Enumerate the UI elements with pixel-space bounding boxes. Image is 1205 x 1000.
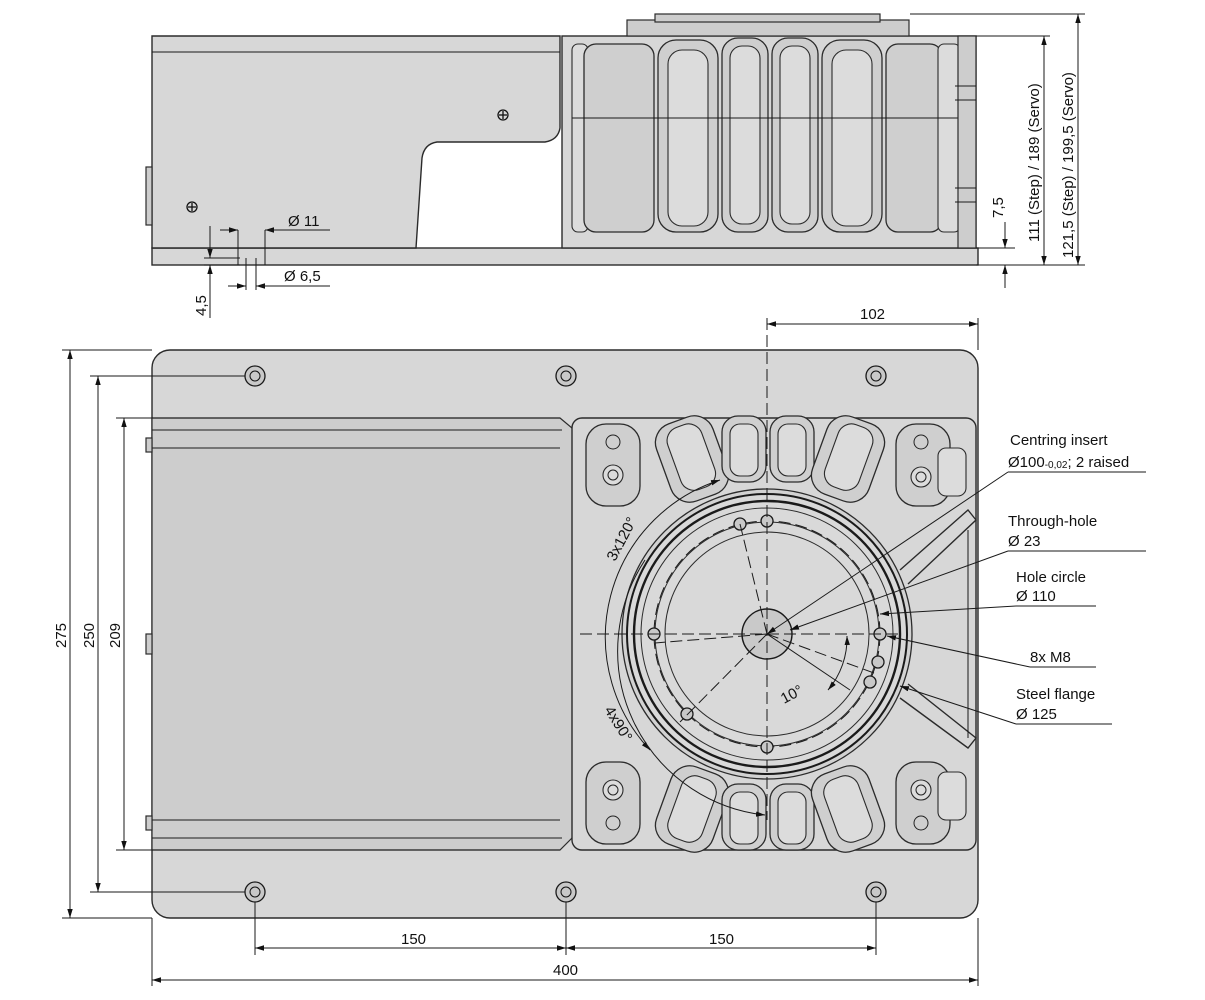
dim-150-right: 150 (709, 931, 734, 948)
dim-150-left: 150 (401, 931, 426, 948)
dim-45: 4,5 (193, 295, 210, 316)
centring-tolerance: -0,02 (1045, 460, 1068, 471)
dim-75: 7,5 (990, 197, 1007, 218)
dim-275: 275 (53, 623, 70, 648)
side-base-plate (151, 247, 979, 266)
centring-diameter: Ø100 (1008, 454, 1045, 471)
dim-total-step-servo: 121,5 (Step) / 199,5 (Servo) (1060, 72, 1077, 258)
flange-title: Steel flange (1016, 686, 1095, 703)
callouts: Centring insert Ø100-0,02; 2 raised Thro… (766, 432, 1146, 725)
side-connector (145, 166, 153, 226)
centring-suffix: ; 2 raised (1068, 454, 1130, 471)
holecircle-value: Ø 110 (1016, 588, 1056, 605)
dim-209: 209 (107, 623, 124, 648)
screw-icon (497, 109, 509, 121)
side-ribs (571, 37, 961, 233)
top-motor-housing (151, 417, 589, 851)
dim-250: 250 (81, 623, 98, 648)
dim-height-step-servo: 111 (Step) / 189 (Servo) (1026, 83, 1043, 242)
dim-d11: Ø 11 (288, 213, 319, 230)
side-motor-housing (151, 35, 561, 249)
dim-d65: Ø 6,5 (284, 268, 321, 285)
centring-value: Ø100-0,02; 2 raised (1008, 454, 1129, 471)
screw-icon (186, 201, 198, 213)
lower-ribs (585, 761, 967, 853)
through-title: Through-hole (1008, 513, 1097, 530)
centring-title: Centring insert (1010, 432, 1108, 449)
top-view: 3x120° 4x90° 10° 102 275 250 209 (53, 306, 979, 986)
m8-label: 8x M8 (1030, 649, 1071, 666)
flange-value: Ø 125 (1016, 706, 1057, 723)
holecircle-title: Hole circle (1016, 569, 1086, 586)
dim-102: 102 (860, 306, 885, 323)
dim-400: 400 (553, 962, 578, 979)
side-view: Ø 11 Ø 6,5 4,5 7,5 111 (Step) / 189 (Ser… (145, 13, 1085, 318)
through-value: Ø 23 (1008, 533, 1041, 550)
